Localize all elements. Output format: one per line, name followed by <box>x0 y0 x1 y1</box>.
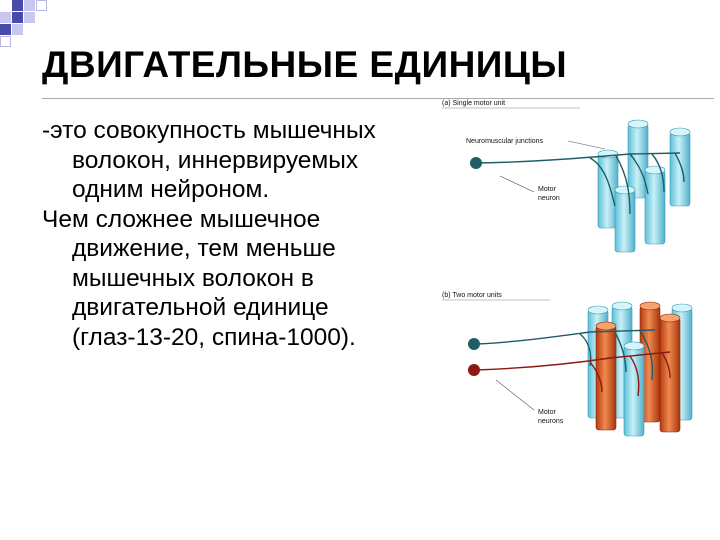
panel-a-neuron-label: neuron <box>538 195 560 202</box>
panel-b-neurons-label: neurons <box>538 418 564 425</box>
definition-paragraph: -это совокупность мышечных волокон, инне… <box>42 117 376 203</box>
panel-b-motor-label: Motor <box>538 409 557 416</box>
panel-a-motor-neuron <box>477 152 685 215</box>
panel-a-junctions-label: Neuromuscular junctions <box>466 138 544 145</box>
slide-title: ДВИГАТЕЛЬНЫЕ ЕДИНИЦЫ <box>42 44 568 85</box>
panel-b-muscle-fibers <box>587 301 693 437</box>
panel-a-title: (a) Single motor unit <box>442 100 505 107</box>
panel-a-neuron-body <box>470 157 482 169</box>
complexity-paragraph: Чем сложнее мышечное движение, тем меньш… <box>42 205 356 351</box>
panel-a-muscle-fibers <box>597 119 691 253</box>
panel-b-title: (b) Two motor units <box>442 292 502 299</box>
slide-body: -это совокупность мышечных волокон, инне… <box>42 116 432 352</box>
panel-b-red-neuron-body <box>468 364 480 376</box>
panel-b-teal-neuron-body <box>468 338 480 350</box>
corner-decoration <box>0 0 60 50</box>
panel-a-motor-label: Motor <box>538 186 557 193</box>
title-divider <box>42 98 714 99</box>
panel-b-red-neuron <box>475 351 671 397</box>
motor-unit-figure: (a) Single motor unit Neuromuscular junc… <box>440 96 720 440</box>
